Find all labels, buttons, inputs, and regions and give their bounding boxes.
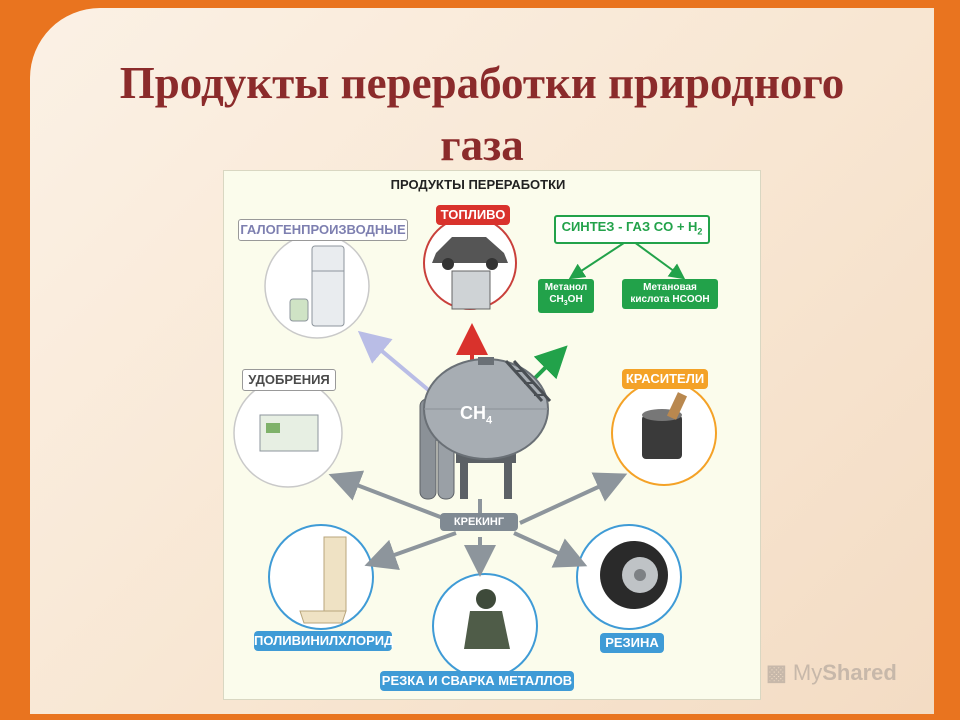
syngas-text: СИНТЕЗ - ГАЗ CO + H (561, 219, 698, 234)
methanol-tail: OH (567, 294, 583, 305)
watermark-brand: Shared (822, 660, 897, 685)
arrow-to-halogen (357, 330, 434, 395)
title-line-2: газа (440, 120, 524, 170)
methanol-line-1: Метанол (544, 282, 588, 293)
watermark-logo-icon: ▩ (766, 660, 787, 685)
pvc-circle (268, 524, 374, 630)
formic-line-2: кислота HCOOH (630, 294, 710, 305)
refrigerator-icon (289, 245, 345, 327)
diagram-heading: ПРОДУКТЫ ПЕРЕРАБОТКИ (390, 177, 566, 192)
formic-acid-label: Метановая кислота HCOOH (622, 279, 718, 309)
watermark-prefix: My (792, 660, 823, 685)
formic-line-1: Метановая (643, 282, 697, 293)
fertilizer-box-icon (259, 414, 319, 452)
arrow-to-rubber (513, 531, 588, 568)
diagram-graphics (233, 216, 717, 679)
fuel-label: ТОПЛИВО (436, 205, 510, 225)
cracking-label: КРЕКИНГ (440, 513, 518, 531)
arrow-to-dyes (519, 472, 628, 525)
rubber-label: РЕЗИНА (600, 633, 664, 653)
ch4-formula: CH4 (460, 403, 492, 427)
ch4-main: CH (460, 403, 486, 423)
ch4-subscript: 4 (486, 414, 493, 427)
syngas-subscript: 2 (697, 226, 703, 237)
methanol-subscript: 3 (563, 300, 568, 307)
slide-title: Продукты переработки природного газа (30, 52, 934, 176)
methanol-label: Метанол CH3OH (538, 279, 594, 313)
diagram-panel: ПРОДУКТЫ ПЕРЕРАБОТКИ ГАЛОГЕНПРОИЗВОДНЫЕ … (223, 170, 761, 700)
gas-tank-icon (419, 357, 552, 500)
paint-can-icon (642, 392, 688, 459)
syngas-label: СИНТЕЗ - ГАЗ CO + H2 (554, 215, 710, 244)
arrow-to-fertilizers (328, 470, 457, 525)
syngas-to-methanol (568, 238, 631, 280)
halogen-label: ГАЛОГЕНПРОИЗВОДНЫЕ (238, 219, 408, 241)
dyes-label: КРАСИТЕЛИ (622, 369, 708, 389)
fertilizers-label: УДОБРЕНИЯ (242, 369, 336, 391)
syngas-to-formic (629, 238, 686, 280)
methanol-line-2: CH (549, 294, 564, 305)
car-icon (432, 237, 508, 310)
arrow-to-pvc (364, 531, 457, 570)
tire-icon (600, 541, 668, 609)
welder-icon (464, 589, 510, 649)
title-line-1: Продукты переработки природного (119, 58, 845, 108)
pvc-label: ПОЛИВИНИЛХЛОРИД (254, 631, 393, 651)
welding-label: РЕЗКА И СВАРКА МЕТАЛЛОВ (380, 671, 574, 691)
pvc-roll-icon (299, 536, 347, 624)
watermark: ▩ MyShared (766, 660, 897, 686)
